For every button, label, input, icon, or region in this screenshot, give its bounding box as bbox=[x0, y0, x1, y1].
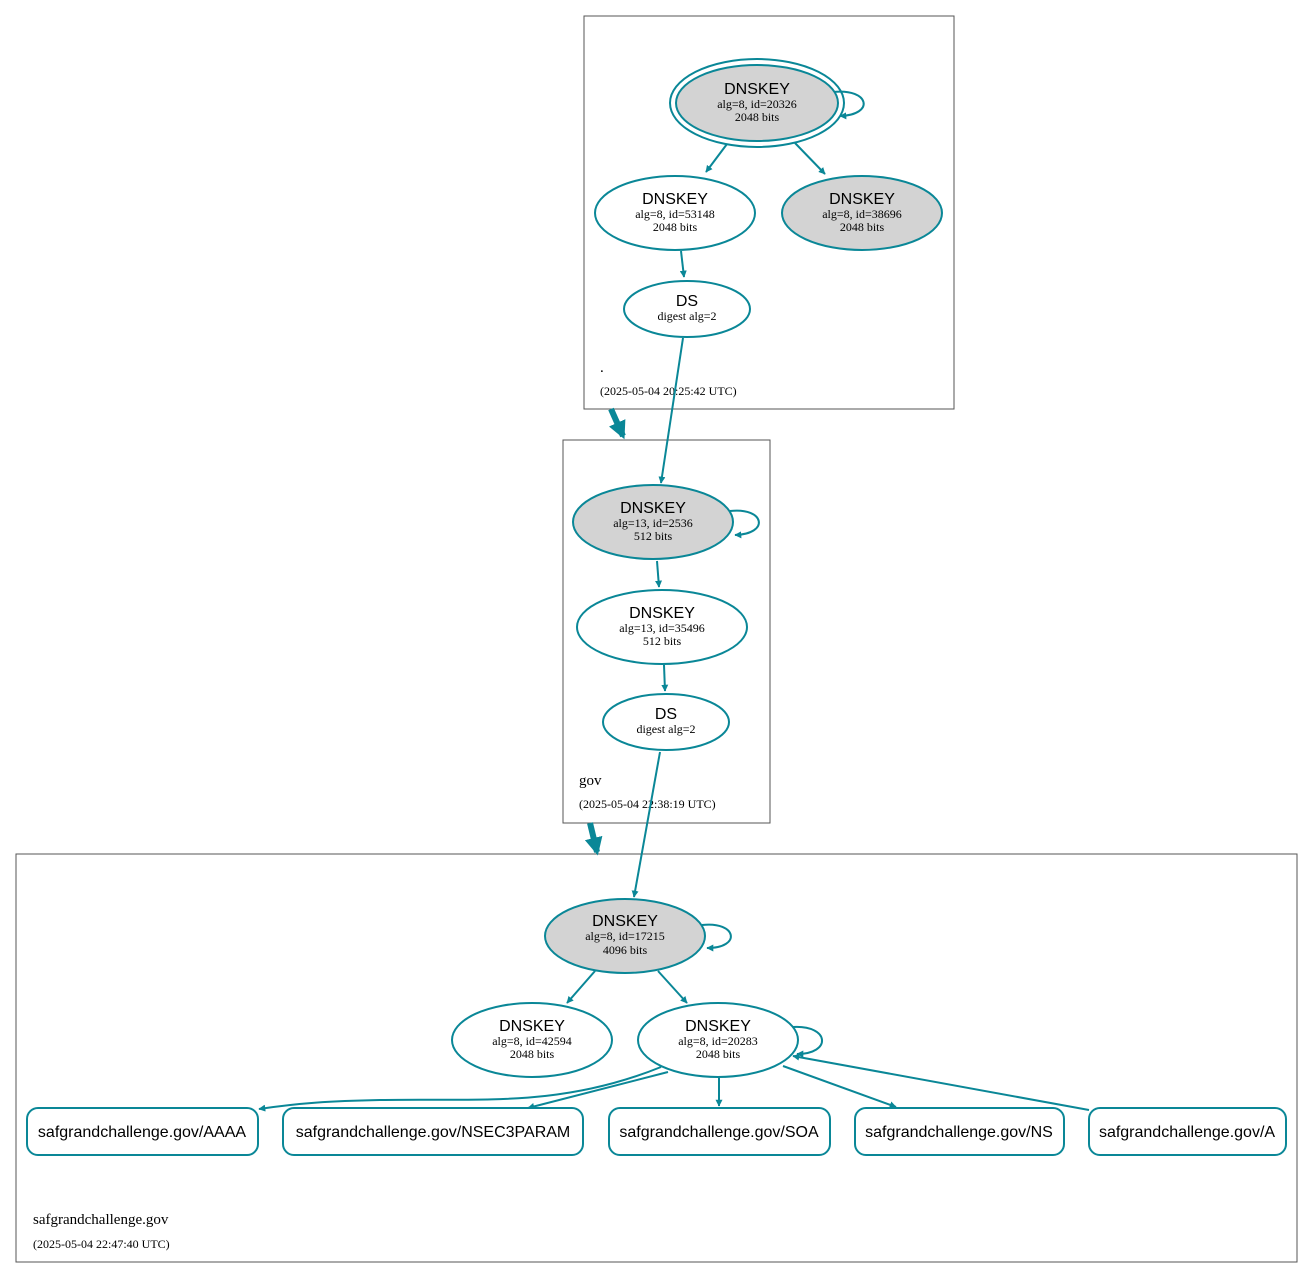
node-root-zsk1-type: DNSKEY bbox=[642, 191, 708, 208]
rrset-soa-label: safgrandchallenge.gov/SOA bbox=[619, 1124, 819, 1141]
zone-box-safgrandchallenge bbox=[15, 853, 1298, 1263]
node-saf-ksk-alg: alg=8, id=17215 bbox=[585, 929, 665, 943]
node-root-ksk-bits: 2048 bits bbox=[735, 110, 780, 124]
edge-root-zsk1-ds bbox=[679, 250, 687, 278]
zone-timestamp-root: (2025-05-04 20:25:42 UTC) bbox=[600, 384, 737, 398]
zone-label-gov: gov bbox=[579, 773, 602, 789]
zone-timestamp-gov: (2025-05-04 22:38:19 UTC) bbox=[579, 797, 716, 811]
node-saf-zsk1[interactable]: DNSKEY alg=8, id=42594 2048 bits bbox=[451, 1002, 613, 1078]
node-root-zsk2[interactable]: DNSKEY alg=8, id=38696 2048 bits bbox=[781, 175, 943, 251]
edge-zsk2-aaaa bbox=[258, 1066, 662, 1112]
node-root-ksk-type: DNSKEY bbox=[724, 81, 790, 98]
node-saf-zsk2-alg: alg=8, id=20283 bbox=[678, 1034, 758, 1048]
edge-root-ds-gov-ksk bbox=[658, 337, 684, 484]
rrset-ns-label: safgrandchallenge.gov/NS bbox=[865, 1124, 1053, 1141]
edge-saf-ksk-zsk1 bbox=[566, 970, 596, 1004]
edge-saf-ksk-zsk2 bbox=[657, 970, 688, 1004]
node-saf-zsk2-type: DNSKEY bbox=[685, 1018, 751, 1035]
edge-gov-ksk-zsk bbox=[655, 560, 663, 588]
zone-label-safgrandchallenge: safgrandchallenge.gov bbox=[33, 1212, 169, 1228]
rrset-aaaa-label: safgrandchallenge.gov/AAAA bbox=[38, 1124, 246, 1141]
edge-gov-ksk-self bbox=[729, 509, 760, 539]
delegation-arrow-root-gov bbox=[608, 407, 626, 440]
zone-label-root: . bbox=[600, 360, 604, 376]
node-saf-zsk2-bits: 2048 bits bbox=[696, 1047, 741, 1061]
node-gov-zsk[interactable]: DNSKEY alg=13, id=35496 512 bits bbox=[576, 589, 748, 665]
edge-gov-zsk-ds bbox=[661, 664, 669, 692]
node-saf-zsk1-type: DNSKEY bbox=[499, 1018, 565, 1035]
node-gov-ksk[interactable]: DNSKEY alg=13, id=2536 512 bits bbox=[572, 484, 734, 560]
node-root-zsk2-type: DNSKEY bbox=[829, 191, 895, 208]
node-saf-zsk2[interactable]: DNSKEY alg=8, id=20283 2048 bits bbox=[637, 1002, 799, 1078]
node-gov-ds-type: DS bbox=[655, 706, 677, 723]
node-gov-ds[interactable]: DS digest alg=2 bbox=[602, 693, 730, 751]
node-saf-ksk[interactable]: DNSKEY alg=8, id=17215 4096 bits bbox=[544, 898, 706, 974]
edge-root-ksk-zsk2 bbox=[794, 142, 826, 175]
node-gov-zsk-bits: 512 bits bbox=[643, 634, 682, 648]
node-saf-ksk-bits: 4096 bits bbox=[603, 943, 648, 957]
zone-timestamp-safgrandchallenge: (2025-05-04 22:47:40 UTC) bbox=[33, 1237, 170, 1251]
rrset-aaaa[interactable]: safgrandchallenge.gov/AAAA bbox=[26, 1107, 259, 1156]
edge-root-ksk-zsk1 bbox=[705, 143, 728, 173]
node-gov-zsk-alg: alg=13, id=35496 bbox=[619, 621, 705, 635]
zone-box-gov bbox=[562, 439, 771, 824]
rrset-a-label: safgrandchallenge.gov/A bbox=[1099, 1124, 1275, 1141]
rrset-nsec3param-label: safgrandchallenge.gov/NSEC3PARAM bbox=[296, 1124, 571, 1141]
edge-saf-zsk2-self bbox=[792, 1025, 823, 1058]
edge-root-ksk-self bbox=[832, 90, 865, 120]
node-root-ds[interactable]: DS digest alg=2 bbox=[623, 280, 751, 338]
node-root-zsk2-alg: alg=8, id=38696 bbox=[822, 207, 902, 221]
edge-zsk2-ns bbox=[782, 1065, 897, 1109]
node-gov-ksk-alg: alg=13, id=2536 bbox=[613, 516, 693, 530]
node-root-zsk1-alg: alg=8, id=53148 bbox=[635, 207, 715, 221]
zone-box-root bbox=[583, 15, 955, 410]
node-saf-ksk-type: DNSKEY bbox=[592, 913, 658, 930]
edges bbox=[258, 90, 1090, 1112]
node-gov-ds-digest: digest alg=2 bbox=[636, 722, 695, 736]
node-gov-ksk-type: DNSKEY bbox=[620, 500, 686, 517]
rrset-ns[interactable]: safgrandchallenge.gov/NS bbox=[854, 1107, 1065, 1156]
node-root-zsk1-bits: 2048 bits bbox=[653, 220, 698, 234]
rrset-a[interactable]: safgrandchallenge.gov/A bbox=[1088, 1107, 1287, 1156]
delegation-arrow-gov-safgrand bbox=[584, 822, 603, 856]
node-root-ds-digest: digest alg=2 bbox=[657, 309, 716, 323]
node-root-zsk1[interactable]: DNSKEY alg=8, id=53148 2048 bits bbox=[594, 175, 756, 251]
node-root-ksk[interactable]: DNSKEY alg=8, id=20326 2048 bits bbox=[669, 58, 845, 148]
rrset-soa[interactable]: safgrandchallenge.gov/SOA bbox=[608, 1107, 831, 1156]
edge-gov-ds-saf-ksk bbox=[631, 751, 661, 898]
edge-saf-ksk-self bbox=[701, 923, 732, 952]
edge-a-zsk2 bbox=[792, 1053, 1090, 1111]
node-gov-ksk-bits: 512 bits bbox=[634, 529, 673, 543]
node-gov-zsk-type: DNSKEY bbox=[629, 605, 695, 622]
node-root-zsk2-bits: 2048 bits bbox=[840, 220, 885, 234]
node-saf-zsk1-bits: 2048 bits bbox=[510, 1047, 555, 1061]
rrset-nsec3param[interactable]: safgrandchallenge.gov/NSEC3PARAM bbox=[282, 1107, 584, 1156]
node-root-ksk-alg: alg=8, id=20326 bbox=[717, 97, 797, 111]
node-root-ds-type: DS bbox=[676, 293, 698, 310]
node-saf-zsk1-alg: alg=8, id=42594 bbox=[492, 1034, 572, 1048]
edge-zsk2-nsec3param bbox=[527, 1071, 669, 1110]
